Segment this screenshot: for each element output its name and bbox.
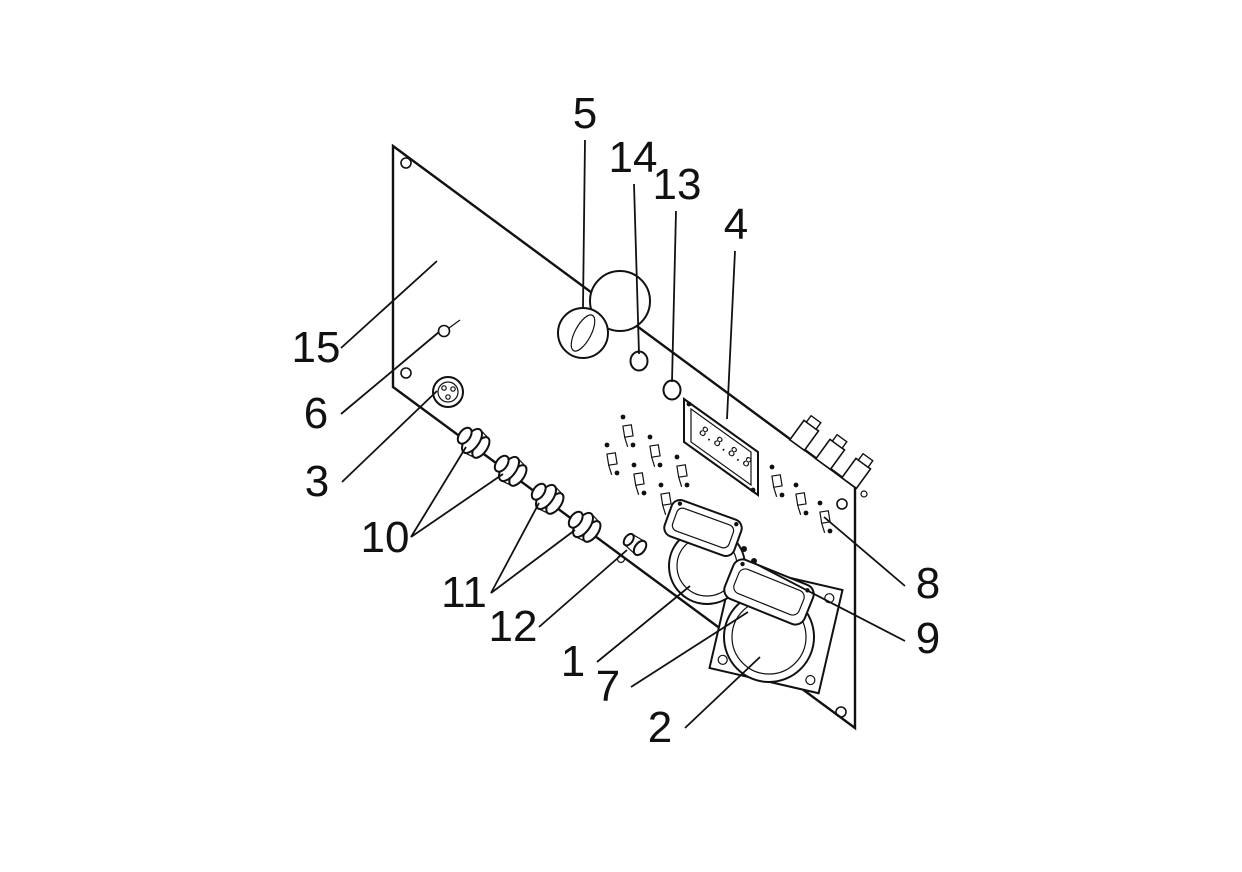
voltmeter-screw [686,401,692,407]
breaker-button [493,454,510,473]
toggle-switch [771,474,783,497]
voltmeter-bezel [683,397,759,497]
mounting-hole-bottom-right [835,706,847,718]
toggle-cluster-left [604,414,690,516]
toggle-cluster-right [769,464,833,534]
screw-tail [448,319,461,329]
fuse-holder [616,532,648,564]
breaker-button [530,482,547,501]
voltmeter-display [690,407,752,487]
leader-line-7 [630,611,749,688]
breaker-collar [498,455,520,483]
screw-head [437,324,451,338]
callout-label-12: 12 [489,602,538,651]
leader-line-9 [757,564,906,642]
fuse-cap [622,532,635,547]
leader-line-6 [340,331,440,415]
callout-label-4: 4 [724,200,748,249]
mounting-hole-bottom-left [400,367,412,379]
leader-line-10a [410,446,467,538]
circuit-breaker-1 [456,426,491,459]
toggle-switch [795,492,807,515]
terminal-block-strip [788,414,874,498]
leader-line-2 [684,656,761,729]
ignition-switch [557,270,651,359]
socket-1-cover [663,499,743,557]
callout-label-3: 3 [305,457,329,506]
leader-line-12 [538,549,628,628]
plate-screw-hole [805,674,816,686]
dc-connector [432,376,464,408]
leader-line-13 [671,210,677,383]
callout-label-1: 1 [561,637,585,686]
leader-line-4 [726,250,736,420]
callout-label-14: 14 [609,133,658,182]
circuit-breaker-3 [530,482,565,515]
mounting-hole-top-right [836,498,848,510]
callout-label-9: 9 [916,614,940,663]
callout-label-6: 6 [304,389,328,438]
leader-line-15 [340,260,438,349]
dc-connector-pin [441,385,447,391]
ignition-knob-lever [570,314,596,352]
callout-label-8: 8 [916,559,940,608]
toggle-switch [676,464,688,487]
ignition-switch-body [589,270,651,332]
leader-line-8 [823,516,906,587]
circuit-breaker-2 [493,454,528,487]
socket-screw [741,546,747,552]
toggle-switch [622,424,634,447]
voltmeter-screw [750,487,756,493]
socket-2 [723,558,815,683]
callout-label-10: 10 [361,513,410,562]
leader-line-11b [490,529,576,594]
mounting-hole-top-left [400,157,412,169]
circuit-breaker-4 [567,510,602,543]
leader-line-3 [341,390,438,483]
toggle-switch [660,492,672,515]
breaker-button [456,426,473,445]
plate-screw-hole [717,654,728,665]
callout-label-5: 5 [573,89,597,138]
terminal-screw [860,490,868,498]
leader-line-10b [410,473,504,538]
terminal-block [788,414,822,452]
toggle-switch [633,472,645,495]
indicator-lamp-13 [662,379,682,401]
leader-line-14 [633,183,640,355]
dc-connector-ring [432,376,464,408]
socket-2-cover [723,558,815,626]
callout-label-11: 11 [441,568,487,617]
toggle-switch [606,452,618,475]
callout-label-7: 7 [596,662,620,711]
ignition-knob-face [557,307,609,359]
leader-line-5 [582,139,586,308]
plate-screw-hole [824,593,835,604]
callout-label-15: 15 [292,323,341,372]
callout-label-13: 13 [653,160,702,209]
leader-line-11a [490,502,540,594]
screw [437,319,461,338]
terminal-block [840,452,874,490]
terminal-block [814,433,848,471]
breaker-button [567,510,584,529]
dc-connector-pin [445,394,451,400]
dc-connector-inner [437,381,459,403]
toggle-switch [649,444,661,467]
dc-connector-pin [450,386,456,392]
indicator-lamp-14 [629,350,649,372]
leader-line-1 [596,585,691,663]
callout-label-2: 2 [648,703,672,752]
